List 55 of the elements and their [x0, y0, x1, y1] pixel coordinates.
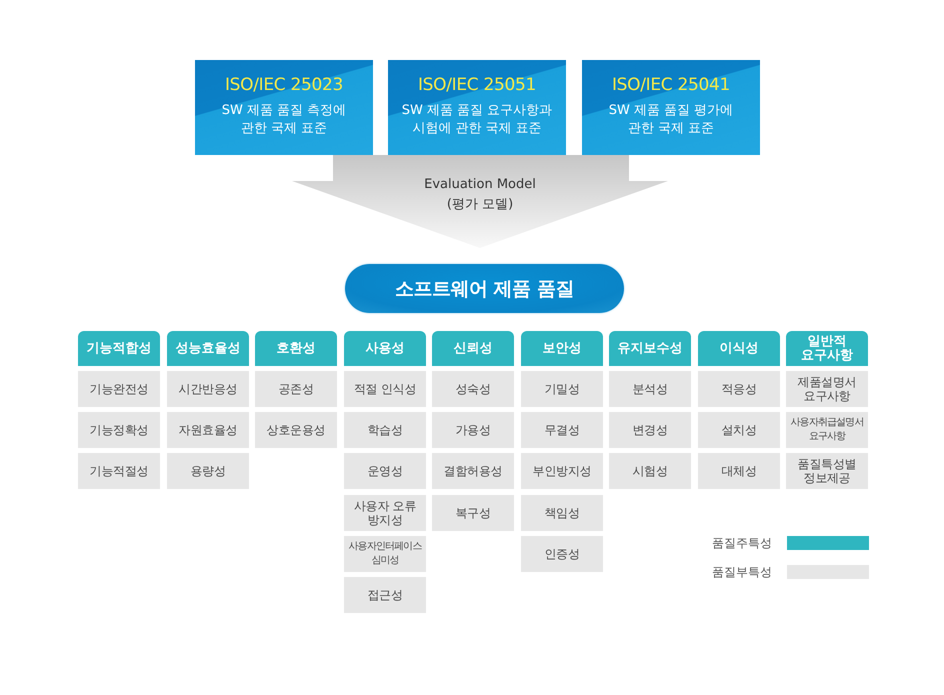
sub-characteristic-tile: 자원효율성: [167, 412, 249, 448]
sub-characteristic-tile: 접근성: [344, 577, 426, 613]
sub-characteristic-tile: 상호운용성: [255, 412, 337, 448]
legend-label: 품질부특성: [711, 564, 772, 580]
sub-characteristic-tile: 기능적절성: [78, 453, 160, 489]
sub-characteristic-tile: 학습성: [344, 412, 426, 448]
characteristic-header: 보안성: [521, 331, 603, 366]
sub-characteristic-tile: 설치성: [698, 412, 780, 448]
characteristic-header: 일반적 요구사항: [786, 331, 868, 366]
sub-characteristic-tile: 기능정확성: [78, 412, 160, 448]
characteristic-header: 이식성: [698, 331, 780, 366]
standard-code: ISO/IEC 25023: [224, 74, 344, 96]
sub-characteristic-tile: 변경성: [609, 412, 691, 448]
sub-characteristic-tile: 운영성: [344, 453, 426, 489]
sub-characteristic-tile: 무결성: [521, 412, 603, 448]
standard-card: [388, 60, 566, 155]
standard-code: ISO/IEC 25041: [612, 74, 730, 96]
standard-description: SW 제품 품질 평가에 관한 국제 표준: [608, 102, 734, 138]
standard-card: [195, 60, 373, 155]
arrow-label: Evaluation Model (평가 모델): [423, 176, 537, 214]
characteristic-header: 사용성: [344, 331, 426, 366]
sub-characteristic-tile: 용량성: [167, 453, 249, 489]
block-arrow: [292, 155, 668, 248]
sub-characteristic-tile: 성숙성: [432, 371, 514, 407]
characteristic-header: 기능적합성: [78, 331, 160, 366]
sub-characteristic-tile: 인증성: [521, 536, 603, 572]
sub-characteristic-tile: 복구성: [432, 495, 514, 531]
standard-description: SW 제품 품질 측정에 관한 국제 표준: [220, 102, 348, 138]
characteristic-header: 신뢰성: [432, 331, 514, 366]
sub-characteristic-tile: 품질특성별 정보제공: [786, 453, 868, 489]
characteristic-header: 유지보수성: [609, 331, 691, 366]
sub-characteristic-tile: 기밀성: [521, 371, 603, 407]
product-quality-banner: 소프트웨어 제품 품질: [345, 264, 624, 313]
sub-characteristic-tile: 책임성: [521, 495, 603, 531]
characteristic-header: 호환성: [255, 331, 337, 366]
sub-characteristic-tile: 제품설명서 요구사항: [786, 371, 868, 407]
characteristic-header: 성능효율성: [167, 331, 249, 366]
sub-characteristic-tile: 시간반응성: [167, 371, 249, 407]
sub-characteristic-tile: 적응성: [698, 371, 780, 407]
sub-characteristic-tile: 적절 인식성: [344, 371, 426, 407]
sub-characteristic-tile: 부인방지성: [521, 453, 603, 489]
sub-characteristic-tile: 결함허용성: [432, 453, 514, 489]
sub-characteristic-tile: 분석성: [609, 371, 691, 407]
sub-characteristic-tile: 시험성: [609, 453, 691, 489]
sub-characteristic-tile: 공존성: [255, 371, 337, 407]
sub-characteristic-tile: 사용자취급설명서 요구사항: [786, 412, 868, 448]
legend-label: 품질주특성: [711, 535, 772, 551]
sub-characteristic-tile: 가용성: [432, 412, 514, 448]
sub-characteristic-tile: 사용자 오류 방지성: [344, 495, 426, 531]
sub-characteristic-tile: 기능완전성: [78, 371, 160, 407]
sub-characteristic-tile: 사용자인터페이스 심미성: [344, 536, 426, 572]
standard-description: SW 제품 품질 요구사항과 시험에 관한 국제 표준: [400, 102, 554, 138]
standard-card: [582, 60, 760, 155]
sub-characteristic-tile: 대체성: [698, 453, 780, 489]
standard-code: ISO/IEC 25051: [418, 74, 536, 96]
